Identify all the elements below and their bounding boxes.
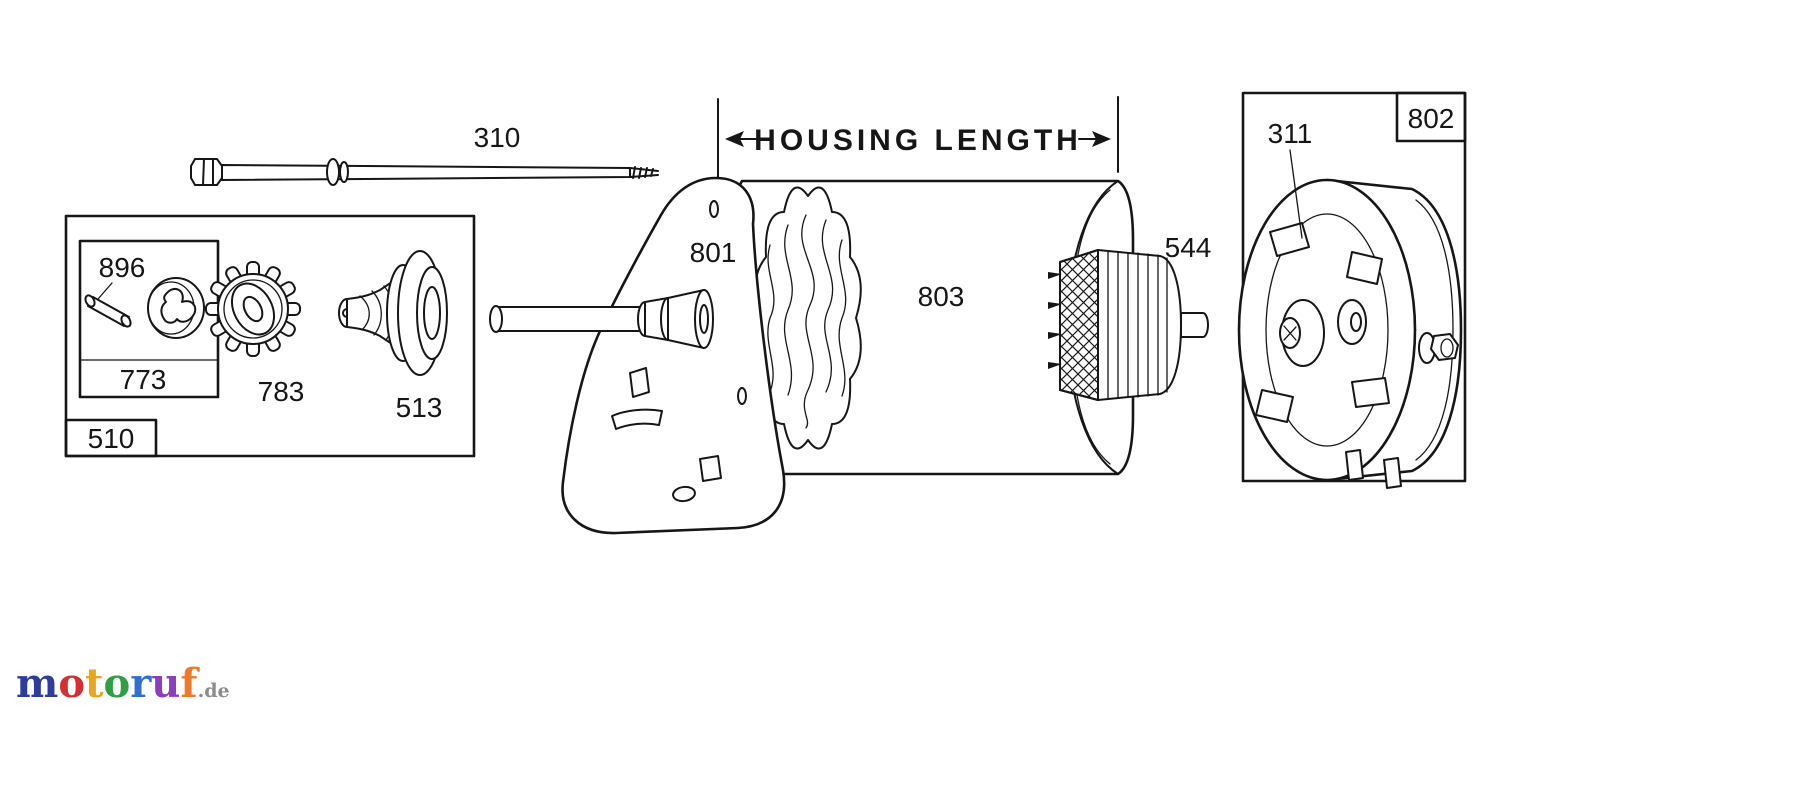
- housing-length-dimension: HOUSING LENGTH: [717, 96, 1119, 181]
- logo-letter-u: u: [151, 660, 181, 707]
- housing-length-label: HOUSING LENGTH: [754, 124, 1082, 157]
- label-783: 783: [258, 376, 305, 407]
- brush-holder-sw: [1255, 389, 1294, 423]
- end-cap-802: [1237, 178, 1463, 489]
- label-510: 510: [88, 423, 135, 454]
- logo-letter-m: m: [16, 660, 59, 707]
- field-windings: [754, 186, 862, 450]
- logo-letter-r: r: [130, 660, 152, 707]
- armature-544: 544: [1048, 232, 1212, 401]
- logo-letter-f: f: [180, 660, 198, 707]
- label-544: 544: [1165, 232, 1212, 263]
- mounting-bracket-801: 801: [561, 176, 786, 535]
- motoruf-watermark: motoruf.de: [16, 664, 230, 704]
- left-arrow-icon: [725, 131, 744, 147]
- label-773: 773: [120, 364, 167, 395]
- label-803: 803: [918, 281, 965, 312]
- right-arrow-icon: [1092, 131, 1111, 147]
- starter-drive-513: 513: [338, 250, 448, 423]
- phillips-screw-icon: [1283, 325, 1297, 341]
- pinion-shaft: [489, 289, 714, 349]
- group-box-510: 510: [64, 214, 476, 458]
- label-801: 801: [690, 237, 737, 268]
- label-896: 896: [99, 252, 146, 283]
- logo-letter-o1: o: [58, 660, 86, 707]
- brush-holder-ne: [1346, 251, 1383, 285]
- gear-783: 783: [205, 261, 305, 407]
- brush-callout-311: 311: [1268, 118, 1313, 239]
- clutch-773: 773: [120, 277, 205, 395]
- logo-suffix: .de: [197, 680, 230, 702]
- label-802: 802: [1408, 103, 1455, 134]
- brush-holder-se: [1351, 377, 1390, 408]
- pin-896: 896: [84, 252, 146, 328]
- label-513: 513: [396, 392, 443, 423]
- logo-letter-t: t: [85, 660, 104, 707]
- label-310: 310: [474, 122, 521, 153]
- label-311: 311: [1268, 118, 1313, 149]
- thru-bolt-310: [190, 158, 659, 186]
- logo-letter-o2: o: [103, 660, 131, 707]
